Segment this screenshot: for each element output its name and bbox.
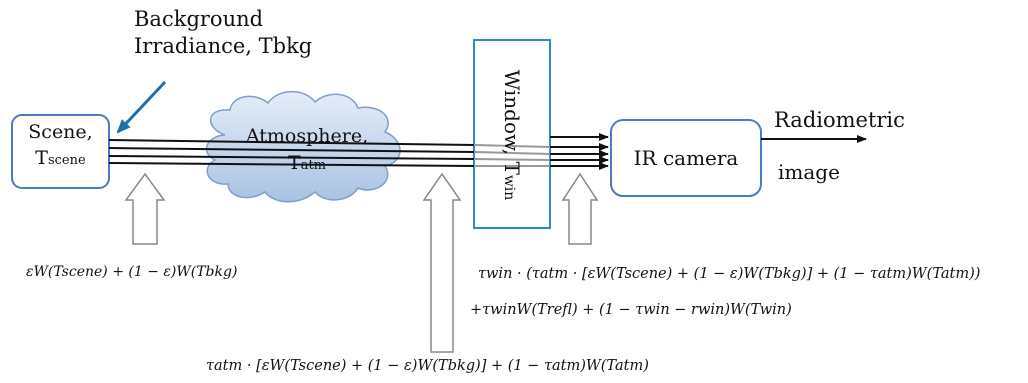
- hollow-arrow-scene: [124, 172, 166, 245]
- ray-in-window: [473, 144, 551, 148]
- scene-subscript: scene: [47, 153, 86, 168]
- ir-camera-box: [610, 119, 762, 197]
- background-irradiance-arrow: [116, 80, 167, 134]
- hollow-arrow-atmosphere: [422, 172, 462, 353]
- window-subscript: win: [501, 174, 517, 201]
- window-box: [473, 39, 551, 229]
- image-label: image: [778, 160, 840, 184]
- window-T: T: [500, 161, 524, 175]
- scene-label: Scene, Tscene: [12, 119, 109, 174]
- radiometric-label: Radiometric: [774, 108, 905, 132]
- hollow-arrow-window: [561, 172, 599, 245]
- scene-box: [11, 114, 110, 189]
- ray-line: [108, 162, 475, 167]
- ray-line: [108, 147, 475, 153]
- scene-label-line1: Scene,: [28, 121, 93, 143]
- atmosphere-temperature: Tatm: [222, 150, 392, 179]
- background-label-line1: Background: [134, 7, 264, 31]
- atmosphere-subscript: atm: [300, 158, 326, 173]
- window-equation-line1: τwin · (τatm · [εW(Tscene) + (1 − ε)W(Tb…: [478, 266, 981, 282]
- window-label-text: Window,: [500, 69, 524, 156]
- atmosphere-label: Atmosphere, Tatm: [222, 123, 392, 179]
- ray-line: [108, 155, 475, 160]
- ir-camera-label: IR camera: [633, 146, 739, 170]
- scene-T: T: [35, 147, 48, 169]
- ray-line: [108, 139, 475, 146]
- background-label-line2: Irradiance, Tbkg: [134, 34, 313, 58]
- scene-temperature: Tscene: [12, 145, 109, 174]
- atmosphere-T: T: [288, 152, 301, 174]
- atmosphere-label-line1: Atmosphere,: [245, 125, 369, 147]
- background-irradiance-label: Background Irradiance, Tbkg: [134, 6, 312, 60]
- window-equation-line2: +τwinW(Trefl) + (1 − τwin − rwin)W(Twin): [470, 302, 792, 318]
- ray-in-window: [473, 158, 551, 161]
- scene-emission-equation: εW(Tscene) + (1 − ε)W(Tbkg): [26, 264, 238, 280]
- ray-in-window: [473, 151, 551, 155]
- atmosphere-equation: τatm · [εW(Tscene) + (1 − ε)W(Tbkg)] + (…: [206, 358, 649, 374]
- window-label: Window, Twin: [495, 50, 529, 220]
